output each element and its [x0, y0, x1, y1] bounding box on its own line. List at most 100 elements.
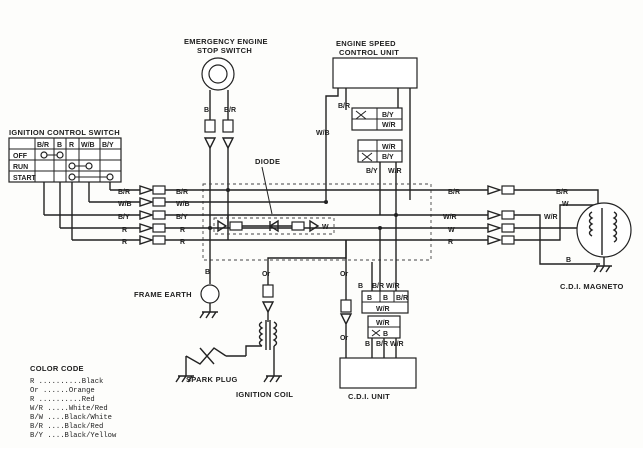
diode-connector-left [229, 221, 243, 231]
magneto-ground-icon [593, 257, 612, 273]
color-code-row: Or ......Orange [30, 387, 95, 395]
right-wire-wr-in: W/R [443, 214, 457, 221]
ignition-row-start: START [13, 175, 37, 182]
speed-unit-down-wires [379, 162, 397, 215]
cdi-unit: Or Or B B/R W/R B B B/R W/R W/R B B B/R … [339, 215, 417, 401]
cdi-magneto: B/R W W/R B C.D.I. MAGNETO [514, 189, 632, 291]
stop-switch-couplers [203, 137, 235, 150]
svg-text:B/R ....Black/Red: B/R ....Black/Red [30, 423, 103, 431]
svg-text:R ..........Black: R ..........Black [30, 378, 103, 386]
cdi-body-br: B/R [376, 341, 388, 348]
frame-earth-ground-icon [199, 303, 218, 319]
coil-connector [262, 284, 274, 298]
cdi-harness-wires [371, 215, 397, 291]
diode: DIODE W [213, 157, 335, 235]
stop-switch-title-line1: EMERGENCY ENGINE [184, 37, 268, 46]
frame-earth: B FRAME EARTH [134, 265, 220, 319]
right-wire-w-in: W [448, 227, 455, 234]
coil-coupler [261, 301, 275, 314]
magneto-housing [576, 202, 632, 258]
diode-coupler-left [217, 219, 228, 233]
speed-unit-wire-wb: W/B [316, 130, 330, 137]
magneto-wire-wr: W/R [544, 214, 558, 221]
spark-plug-lead [185, 347, 246, 376]
spark-plug-ground-icon [175, 375, 194, 383]
color-code-row: B/W ....Black/White [30, 414, 112, 422]
main-harness-outline [202, 183, 432, 261]
ignition-switch: IGNITION CONTROL SWITCH B/R B R W/B B/Y … [8, 128, 140, 246]
coil-primary-winding [258, 321, 264, 347]
svg-text:W/R .....White/Red: W/R .....White/Red [30, 405, 108, 413]
stop-switch-down-wires [209, 148, 229, 228]
coil-secondary-winding [272, 321, 278, 347]
color-code-row: R ..........Red [30, 396, 95, 404]
coupler-bank-right: B/R W/R W R [443, 185, 515, 246]
cdi-magneto-title: C.D.I. MAGNETO [560, 282, 624, 291]
cdi-lower-wr: W/R [376, 320, 390, 327]
spark-plug: SPARK PLUG [175, 347, 246, 384]
ignition-switch-contacts [40, 151, 114, 181]
magneto-wire-b: B [566, 257, 571, 264]
magneto-leads [514, 189, 608, 265]
cdi-body-leads [371, 338, 397, 358]
cdi-body-wr: W/R [390, 341, 404, 348]
cdi-top-br: B/R [372, 283, 384, 290]
cdi-orange-connector [340, 299, 352, 313]
stop-switch-wire-br: B/R [224, 107, 236, 114]
cdi-orange-coupler [339, 313, 353, 358]
diode-wire-w: W [322, 224, 329, 231]
ignition-wire-br: B/R [118, 189, 130, 196]
color-code-legend: COLOR CODE R ..........Black Or ......Or… [30, 364, 117, 440]
svg-text:Or ......Orange: Or ......Orange [30, 387, 95, 395]
cdi-wire-or-2: Or [340, 335, 348, 342]
magneto-coil-right [612, 211, 618, 243]
stop-switch-connector-right [222, 119, 234, 133]
speed-unit-leads [325, 88, 411, 200]
cdi-upper-wr: W/R [376, 306, 390, 313]
diode-assembly [213, 217, 335, 235]
speed-unit-wire-br: B/R [338, 103, 350, 110]
bank-wire-r2: R [180, 239, 185, 246]
svg-text:B/Y ....Black/Yellow: B/Y ....Black/Yellow [30, 432, 117, 440]
bank-wire-by: B/Y [176, 214, 188, 221]
coil-ground-icon [263, 375, 282, 383]
coil-orange-wire [267, 240, 347, 285]
cdi-upper-b2: B [383, 295, 388, 302]
coil-wire-or: Or [262, 271, 270, 278]
ignition-col-r: R [69, 142, 74, 149]
stop-switch-leads [209, 90, 229, 120]
cdi-upper-br: B/R [396, 295, 408, 302]
cdi-unit-body [339, 357, 417, 389]
ignition-wire-r1: R [122, 227, 127, 234]
speed-unit-title-line2: CONTROL UNIT [339, 48, 399, 57]
ignition-wire-wb: W/B [118, 201, 132, 208]
cdi-top-b: B [358, 283, 363, 290]
bank-wire-br: B/R [176, 189, 188, 196]
bank-wire-r1: R [180, 227, 185, 234]
ignition-coil: Or IGNITION COIL [236, 240, 347, 399]
frame-earth-wire-b: B [205, 269, 210, 276]
ignition-wire-r2: R [122, 239, 127, 246]
speed-unit-down-by: B/Y [366, 168, 378, 175]
speed-unit-upper-by: B/Y [382, 112, 394, 119]
main-harness-wires [200, 188, 466, 265]
speed-unit-lower-wr: W/R [382, 144, 396, 151]
diode-symbol [268, 219, 279, 233]
bank-wire-wb: W/B [176, 201, 190, 208]
ignition-switch-leads [43, 182, 111, 240]
magneto-coil-left [588, 211, 594, 237]
frame-earth-title: FRAME EARTH [134, 290, 192, 299]
svg-text:B/W ....Black/White: B/W ....Black/White [30, 414, 112, 422]
ignition-switch-grid [9, 138, 121, 182]
cdi-top-wr: W/R [386, 283, 400, 290]
color-code-title: COLOR CODE [30, 364, 84, 373]
speed-unit-lower-by: B/Y [382, 154, 394, 161]
speed-unit-upper-wr: W/R [382, 122, 396, 129]
ignition-col-wb: W/B [81, 142, 95, 149]
ignition-row-off: OFF [13, 153, 28, 160]
ignition-col-br: B/R [37, 142, 49, 149]
coupler-bank-left: B/R W/B B/Y R R [139, 185, 200, 246]
coil-core-icon [265, 320, 271, 350]
